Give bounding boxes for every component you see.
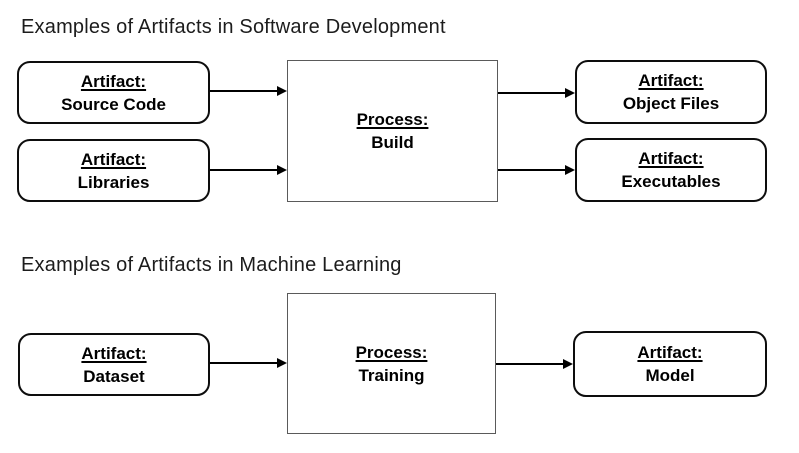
artifact-name: Model	[645, 366, 695, 385]
artifact-label: Artifact:	[80, 71, 147, 91]
section-title-software-development: Examples of Artifacts in Software Develo…	[21, 16, 446, 38]
process-box-build: Process: Build	[287, 60, 498, 202]
process-label: Process:	[355, 342, 428, 362]
arrowhead-icon	[277, 165, 287, 175]
section-title-machine-learning: Examples of Artifacts in Machine Learnin…	[21, 254, 402, 276]
arrow-libraries-to-build	[210, 165, 287, 175]
arrowhead-icon	[277, 358, 287, 368]
artifact-name: Object Files	[622, 94, 720, 113]
artifact-box-source-code: Artifact: Source Code	[17, 61, 210, 124]
process-label: Process:	[356, 110, 429, 129]
artifact-name: Executables	[621, 172, 721, 191]
process-name: Training	[358, 365, 425, 385]
arrow-shaft	[210, 362, 277, 364]
artifact-box-dataset: Artifact: Dataset	[18, 333, 210, 396]
arrow-shaft	[210, 169, 277, 171]
arrowhead-icon	[565, 165, 575, 175]
arrowhead-icon	[565, 88, 575, 98]
arrowhead-icon	[277, 86, 287, 96]
artifact-label: Artifact:	[638, 71, 704, 90]
artifact-box-object-files: Artifact: Object Files	[575, 60, 767, 124]
artifact-label: Artifact:	[80, 149, 147, 169]
artifact-label: Artifact:	[638, 149, 704, 168]
arrow-build-to-object-files	[498, 88, 575, 98]
artifact-name: Libraries	[77, 172, 150, 192]
artifact-name: Source Code	[61, 94, 166, 114]
arrow-dataset-to-training	[210, 358, 287, 368]
arrow-build-to-executables	[498, 165, 575, 175]
arrow-shaft	[210, 90, 277, 92]
arrow-source-code-to-build	[210, 86, 287, 96]
arrow-shaft	[496, 363, 563, 365]
arrow-shaft	[498, 169, 565, 171]
artifact-name: Dataset	[83, 366, 145, 386]
artifact-label: Artifact:	[637, 343, 703, 362]
process-name: Build	[371, 133, 414, 152]
arrowhead-icon	[563, 359, 573, 369]
artifact-box-model: Artifact: Model	[573, 331, 767, 397]
arrow-training-to-model	[496, 359, 573, 369]
arrow-shaft	[498, 92, 565, 94]
process-box-training: Process: Training	[287, 293, 496, 434]
artifact-box-executables: Artifact: Executables	[575, 138, 767, 202]
artifact-box-libraries: Artifact: Libraries	[17, 139, 210, 202]
artifact-label: Artifact:	[81, 343, 147, 363]
